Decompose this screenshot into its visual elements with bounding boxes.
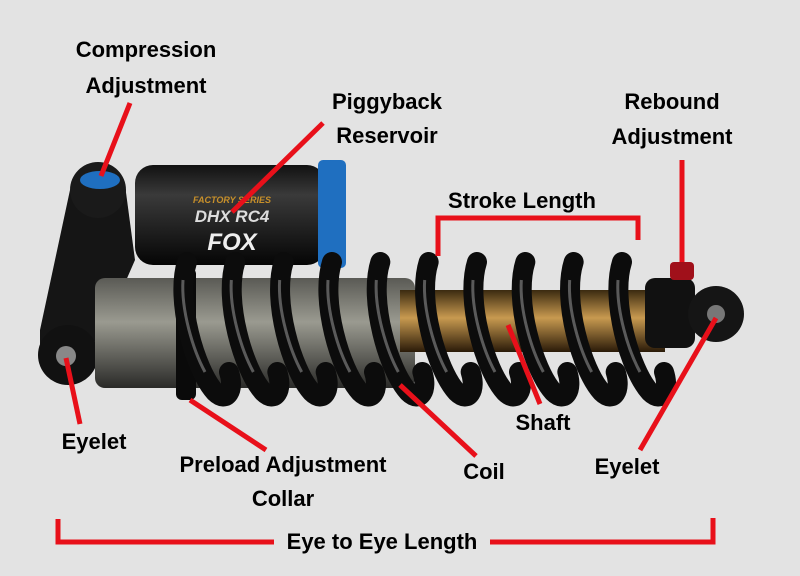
coil-highlight <box>422 279 448 373</box>
coil-highlight <box>567 279 593 373</box>
label-rebound-2: Adjustment <box>612 124 734 149</box>
label-eyelet-right: Eyelet <box>595 454 660 479</box>
coil-highlight <box>519 279 545 373</box>
leader-eyelet-right <box>637 316 719 452</box>
label-eye-to-eye: Eye to Eye Length <box>287 529 478 554</box>
eye-to-eye-bracket-right <box>490 518 716 545</box>
leader-shaft <box>505 324 543 405</box>
coil-highlight <box>277 279 303 373</box>
coil-highlight <box>181 279 207 373</box>
leader-eyelet-left <box>63 357 83 425</box>
coil-highlight <box>326 279 352 373</box>
label-coil: Coil <box>463 459 505 484</box>
label-compression-2: Adjustment <box>86 73 208 98</box>
brand-logo: FOX <box>207 229 258 256</box>
stroke-bracket <box>435 215 641 256</box>
compression-knob <box>80 171 120 189</box>
leader-preload <box>188 397 268 453</box>
leader-piggyback <box>230 121 325 214</box>
label-stroke-length: Stroke Length <box>448 188 596 213</box>
leader-coil <box>398 383 478 458</box>
label-shaft: Shaft <box>516 410 572 435</box>
coil-highlight <box>616 279 642 373</box>
label-eyelet-left: Eyelet <box>62 429 127 454</box>
coil-highlight <box>374 279 400 373</box>
leader-lines <box>55 102 719 545</box>
leader-compression <box>98 102 133 177</box>
label-preload: Preload Adjustment <box>180 452 388 477</box>
label-rebound: Rebound <box>624 89 719 114</box>
series-logo: FACTORY SERIES <box>193 195 271 205</box>
left-eyelet-bushing <box>56 346 76 366</box>
rebound-knob <box>670 262 694 280</box>
eye-to-eye-bracket-left <box>55 519 274 545</box>
right-mount <box>645 262 744 348</box>
label-piggyback-2: Reservoir <box>336 123 438 148</box>
piggyback-reservoir: FACTORY SERIES DHX RC4 FOX <box>135 160 346 268</box>
model-logo: DHX RC4 <box>195 207 270 226</box>
coil-highlight <box>229 279 255 373</box>
label-compression: Compression <box>76 37 217 62</box>
label-preload-2: Collar <box>252 486 315 511</box>
label-piggyback: Piggyback <box>332 89 443 114</box>
coil-highlight <box>471 279 497 373</box>
